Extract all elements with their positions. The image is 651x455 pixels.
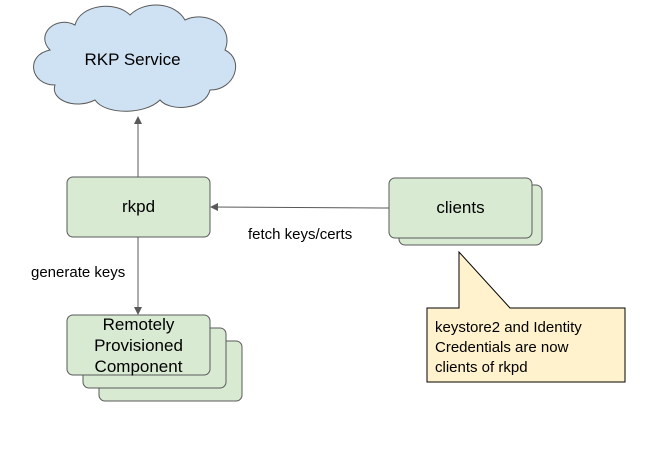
note-text: keystore2 and Identity Credentials are n… (435, 318, 582, 378)
rpc-box (66, 314, 211, 376)
note-line2: Credentials are now (435, 339, 569, 356)
rkpd-label: rkpd (121, 197, 156, 216)
edge-label-fetch: fetch keys/certs (248, 226, 353, 243)
rpc-label-line1: Remotely (102, 314, 175, 334)
note-callout (426, 250, 626, 383)
rpc-label: Remotely Provisioned Component (67, 314, 210, 376)
rkp-service-cloud (33, 4, 237, 112)
edge-label-generate: generate keys (31, 264, 126, 281)
rpc-label-line3: Component (94, 356, 183, 376)
note-line1: keystore2 and Identity (435, 319, 582, 336)
clients-label: clients (436, 198, 485, 217)
arrow-clients-to-rkpd (210, 203, 390, 212)
rpc-label-line2: Provisioned (94, 335, 183, 355)
rkp-service-label: RKP Service (84, 50, 181, 69)
note-line3: clients of rkpd (435, 359, 528, 376)
